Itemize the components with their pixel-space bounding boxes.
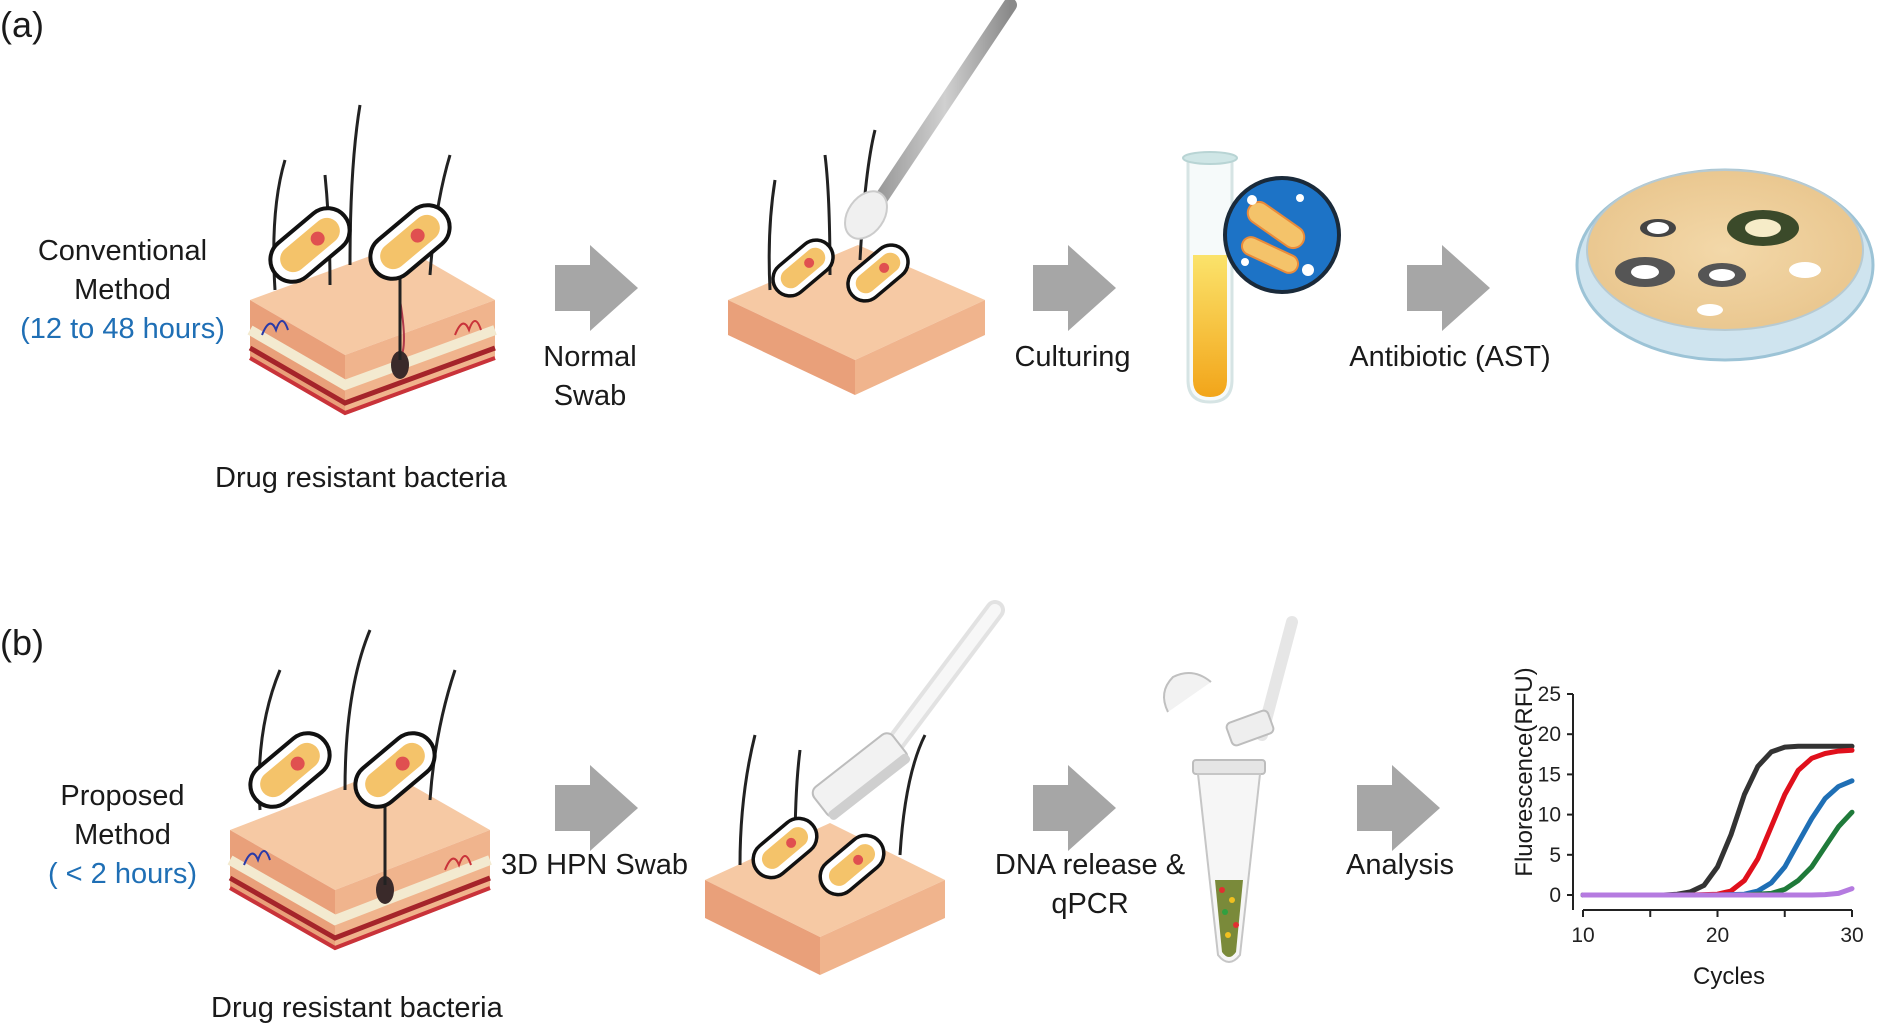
method-line1: Conventional bbox=[37, 235, 208, 267]
bacterium-a2 bbox=[368, 203, 452, 281]
y-tick-label: 15 bbox=[1538, 763, 1561, 786]
bacterium-b4 bbox=[818, 833, 886, 897]
microtube-icon bbox=[1163, 616, 1298, 963]
series-line-3 bbox=[1580, 778, 1855, 898]
arrow-a1 bbox=[555, 245, 638, 331]
hpn-swab-icon bbox=[811, 600, 1005, 820]
time-estimate: (12 to 48 hours) bbox=[20, 313, 225, 346]
petri-dish-icon bbox=[1575, 168, 1875, 362]
y-tick-label: 5 bbox=[1549, 844, 1561, 867]
bacterium-a3 bbox=[771, 238, 835, 298]
method-line1: Proposed bbox=[60, 780, 185, 812]
caption-b: Drug resistant bacteria bbox=[211, 992, 503, 1024]
y-tick-label: 20 bbox=[1538, 723, 1561, 746]
y-tick-label: 0 bbox=[1549, 884, 1561, 907]
bacterium-b1 bbox=[248, 731, 332, 809]
method-line2: Method bbox=[74, 819, 171, 852]
skin-block-b bbox=[227, 629, 492, 951]
x-tick-label: 30 bbox=[1840, 924, 1863, 947]
bacterium-b3 bbox=[751, 816, 819, 880]
series-line-4 bbox=[1580, 809, 1855, 898]
proposed-method-label: Proposed Method ( < 2 hours) bbox=[0, 777, 245, 894]
y-tick-label: 10 bbox=[1538, 804, 1561, 827]
time-estimate: ( < 2 hours) bbox=[47, 858, 198, 891]
conventional-method-label: Conventional Method (12 to 48 hours) bbox=[0, 232, 245, 349]
step-normal-swab: Normal Swab bbox=[520, 338, 660, 416]
step-line1: DNA release & bbox=[994, 849, 1186, 881]
method-line2: Method bbox=[74, 274, 171, 307]
bacterium-b2 bbox=[353, 731, 437, 809]
caption-a: Drug resistant bacteria bbox=[215, 462, 507, 494]
arrow-b2 bbox=[1033, 765, 1116, 851]
arrow-b3 bbox=[1357, 765, 1440, 851]
step-analysis: Analysis bbox=[1346, 849, 1454, 881]
step-3d-hpn-swab: 3D HPN Swab bbox=[501, 849, 688, 881]
arrow-a2 bbox=[1033, 245, 1116, 331]
chart-ticks: 0 5 10 15 20 25 10 20 30 bbox=[1538, 683, 1864, 947]
step-line2: Swab bbox=[553, 380, 627, 413]
step-line2: qPCR bbox=[1051, 888, 1129, 921]
step-dna-release: DNA release & qPCR bbox=[960, 846, 1220, 924]
skin-block-a bbox=[247, 104, 497, 416]
bacterium-a4 bbox=[846, 243, 910, 303]
chart-series bbox=[1580, 743, 1855, 898]
step-line1: Normal bbox=[543, 341, 637, 373]
culture-tube-icon bbox=[1182, 151, 1341, 404]
panel-b-label: (b) bbox=[0, 622, 44, 663]
series-line-5 bbox=[1580, 886, 1855, 898]
y-tick-label: 25 bbox=[1538, 683, 1561, 706]
x-tick-label: 20 bbox=[1706, 924, 1729, 947]
arrow-a3 bbox=[1407, 245, 1490, 331]
step-antibiotic: Antibiotic (AST) bbox=[1349, 341, 1551, 373]
bacterium-a1 bbox=[268, 206, 352, 284]
x-tick-label: 10 bbox=[1571, 924, 1594, 947]
panel-a-label: (a) bbox=[0, 4, 44, 45]
chart-xlabel: Cycles bbox=[1693, 963, 1766, 990]
cotton-swab-icon bbox=[844, 0, 1017, 240]
chart-ylabel: Fluorescence(RFU) bbox=[1511, 667, 1538, 877]
step-culturing: Culturing bbox=[1014, 341, 1131, 373]
arrow-b1 bbox=[555, 765, 638, 851]
